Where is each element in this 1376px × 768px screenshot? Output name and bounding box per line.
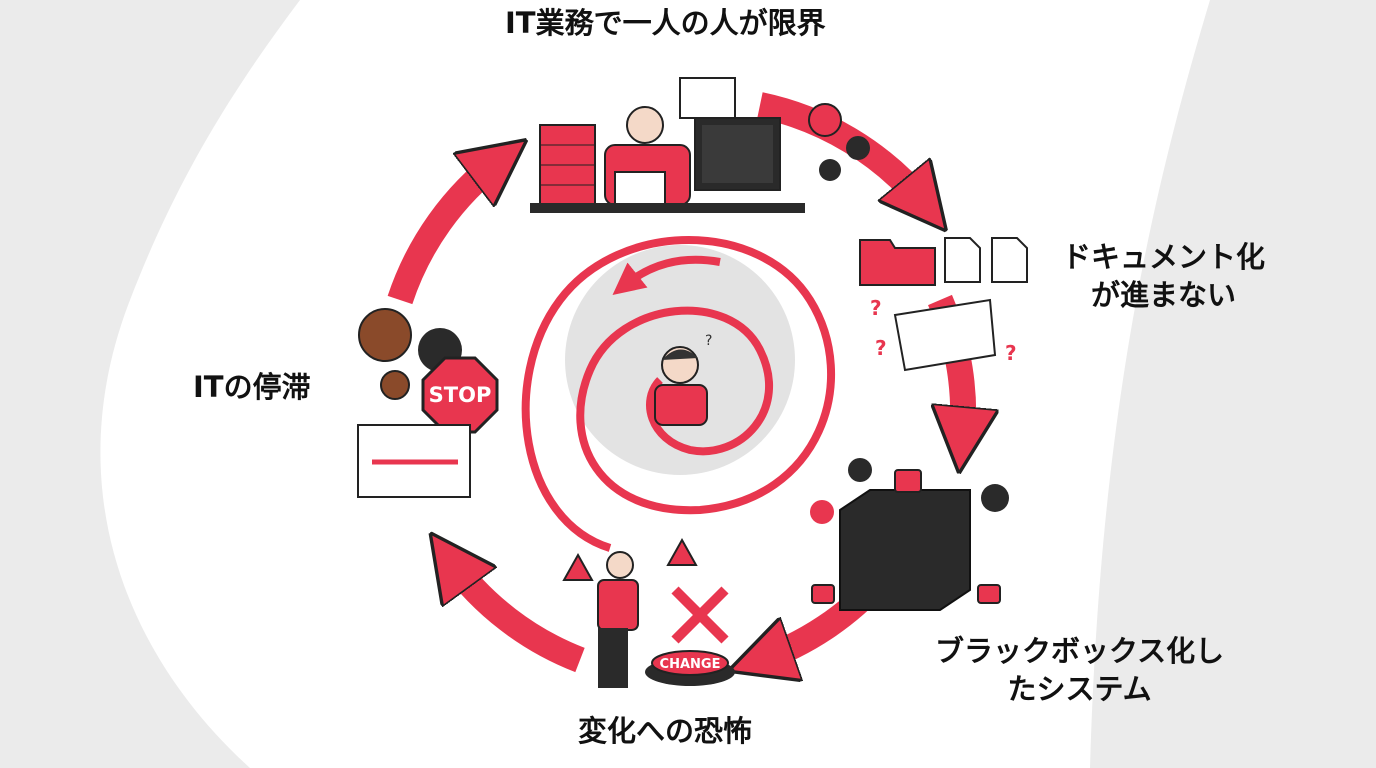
arrow-bottom-to-left bbox=[450, 560, 585, 673]
overworked-person-desk-icon bbox=[530, 77, 870, 213]
black-box-icon bbox=[810, 458, 1009, 611]
spiral-arrow bbox=[521, 236, 835, 552]
label-line: ブラックボックス化し bbox=[935, 634, 1225, 668]
stop-sign-label: STOP bbox=[429, 383, 492, 407]
svg-text:?: ? bbox=[1005, 341, 1017, 365]
label-line: たシステム bbox=[1007, 672, 1152, 706]
spiral-inner-arrow bbox=[612, 255, 721, 295]
svg-text:?: ? bbox=[705, 333, 712, 349]
fear-of-change-icon: CHANGE bbox=[562, 537, 735, 688]
label-line: が進まない bbox=[1091, 278, 1237, 312]
label-fear-of-change: 変化への恐怖 bbox=[578, 714, 753, 748]
gear-icons bbox=[808, 103, 870, 181]
label-line: ドキュメント化 bbox=[1062, 240, 1266, 274]
label-no-documentation: ドキュメント化 が進まない bbox=[1062, 238, 1265, 314]
svg-text:?: ? bbox=[875, 336, 887, 360]
label-one-person-limit: IT業務で一人の人が限界 bbox=[505, 6, 826, 40]
arrow-left-to-top bbox=[387, 160, 500, 305]
svg-text:?: ? bbox=[870, 296, 882, 320]
documents-icon: ? ? ? bbox=[859, 237, 1028, 372]
stop-sign-icon bbox=[421, 356, 499, 434]
label-it-stagnation: ITの停滞 bbox=[193, 370, 311, 404]
change-button-label: CHANGE bbox=[660, 657, 721, 672]
confused-person-icon: ? bbox=[654, 333, 712, 426]
stagnation-icon: STOP bbox=[357, 308, 499, 498]
label-black-box-system: ブラックボックス化し たシステム bbox=[935, 632, 1224, 708]
